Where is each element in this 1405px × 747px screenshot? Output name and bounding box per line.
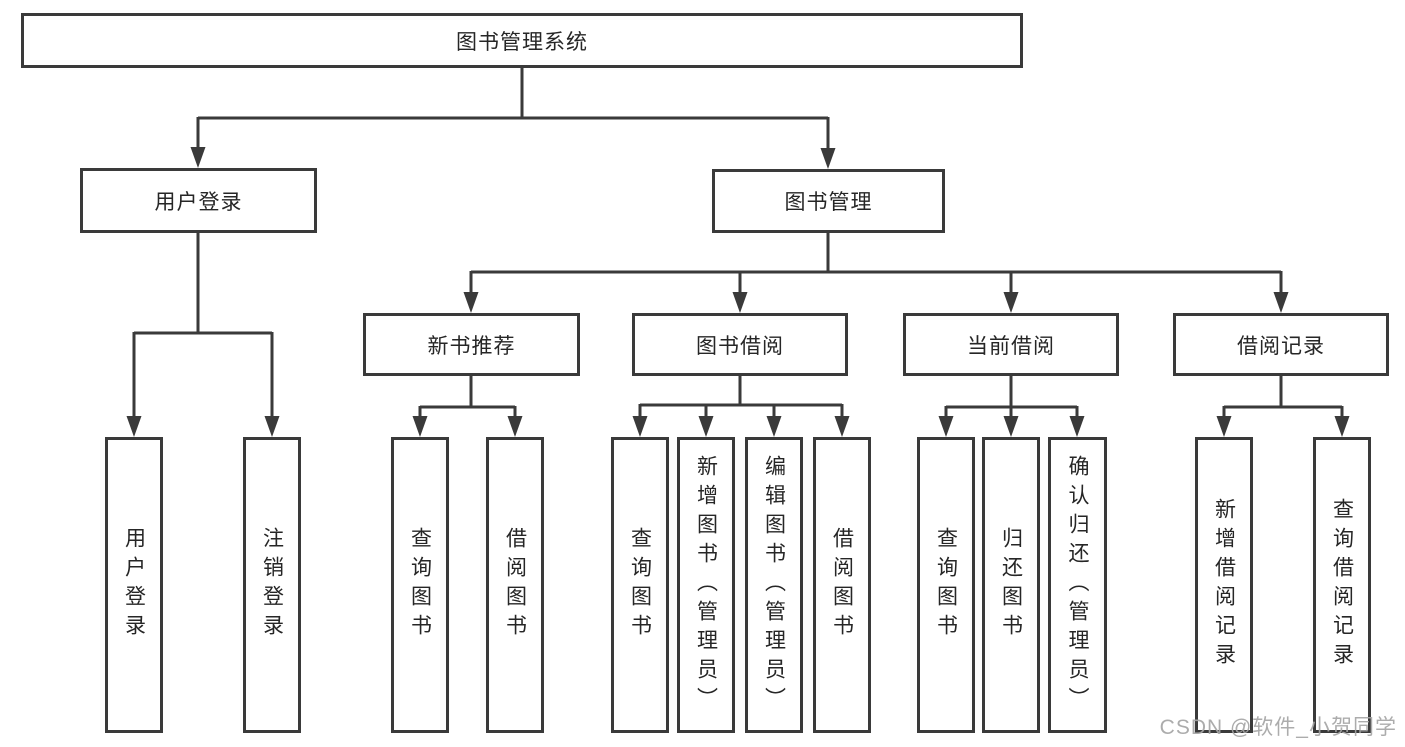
- leaf-confirm-return-admin-label: 确认归还（管理员）: [1066, 454, 1089, 716]
- leaf-query-books-recommend: 查询图书: [391, 437, 449, 733]
- node-current-borrowing-label: 当前借阅: [967, 334, 1055, 358]
- node-book-management-label: 图书管理: [784, 191, 873, 214]
- node-user-login-branch: 用户登录: [80, 168, 317, 233]
- leaf-confirm-return-admin: 确认归还（管理员）: [1048, 437, 1107, 733]
- leaf-edit-books-admin-label: 编辑图书（管理员）: [762, 454, 786, 716]
- leaf-add-borrow-record-label: 新增借阅记录: [1212, 498, 1236, 672]
- leaf-return-books-label: 归还图书: [999, 527, 1023, 643]
- leaf-logout-label: 注销登录: [260, 527, 284, 643]
- node-root-label: 图书管理系统: [456, 30, 588, 54]
- arrowheads: [126, 147, 1350, 437]
- node-book-borrowing: 图书借阅: [632, 313, 848, 376]
- node-borrowing-records-label: 借阅记录: [1237, 334, 1325, 358]
- leaf-borrow-books: 借阅图书: [813, 437, 871, 733]
- leaf-add-books-admin: 新增图书（管理员）: [677, 437, 735, 733]
- leaf-query-borrow-record-label: 查询借阅记录: [1330, 498, 1354, 672]
- leaf-edit-books-admin: 编辑图书（管理员）: [745, 437, 803, 733]
- leaf-return-books: 归还图书: [982, 437, 1040, 733]
- leaf-query-borrow-record: 查询借阅记录: [1313, 437, 1371, 733]
- node-new-book-recommend-label: 新书推荐: [427, 334, 516, 358]
- node-root-library-system: 图书管理系统: [21, 13, 1023, 68]
- leaf-query-books-recommend-label: 查询图书: [408, 527, 432, 643]
- node-borrowing-records: 借阅记录: [1173, 313, 1389, 376]
- leaf-user-login: 用户登录: [105, 437, 163, 733]
- node-book-borrowing-label: 图书借阅: [696, 334, 784, 358]
- leaf-borrow-books-recommend-label: 借阅图书: [503, 527, 527, 643]
- leaf-borrow-books-label: 借阅图书: [830, 527, 854, 643]
- leaf-query-books-borrowing-label: 查询图书: [628, 527, 652, 643]
- node-current-borrowing: 当前借阅: [903, 313, 1119, 376]
- leaf-add-books-admin-label: 新增图书（管理员）: [694, 454, 718, 716]
- node-user-login-label: 用户登录: [154, 190, 243, 214]
- csdn-watermark: CSDN @软件_小贺同学: [1159, 716, 1397, 739]
- node-book-management-branch: 图书管理: [712, 169, 945, 233]
- leaf-query-books-current-label: 查询图书: [934, 527, 958, 643]
- node-new-book-recommend: 新书推荐: [363, 313, 580, 376]
- leaf-query-books-borrowing: 查询图书: [611, 437, 669, 733]
- leaf-user-login-label: 用户登录: [122, 527, 146, 643]
- leaf-add-borrow-record: 新增借阅记录: [1195, 437, 1253, 733]
- leaf-borrow-books-recommend: 借阅图书: [486, 437, 544, 733]
- leaf-query-books-current: 查询图书: [917, 437, 975, 733]
- leaf-logout: 注销登录: [243, 437, 301, 733]
